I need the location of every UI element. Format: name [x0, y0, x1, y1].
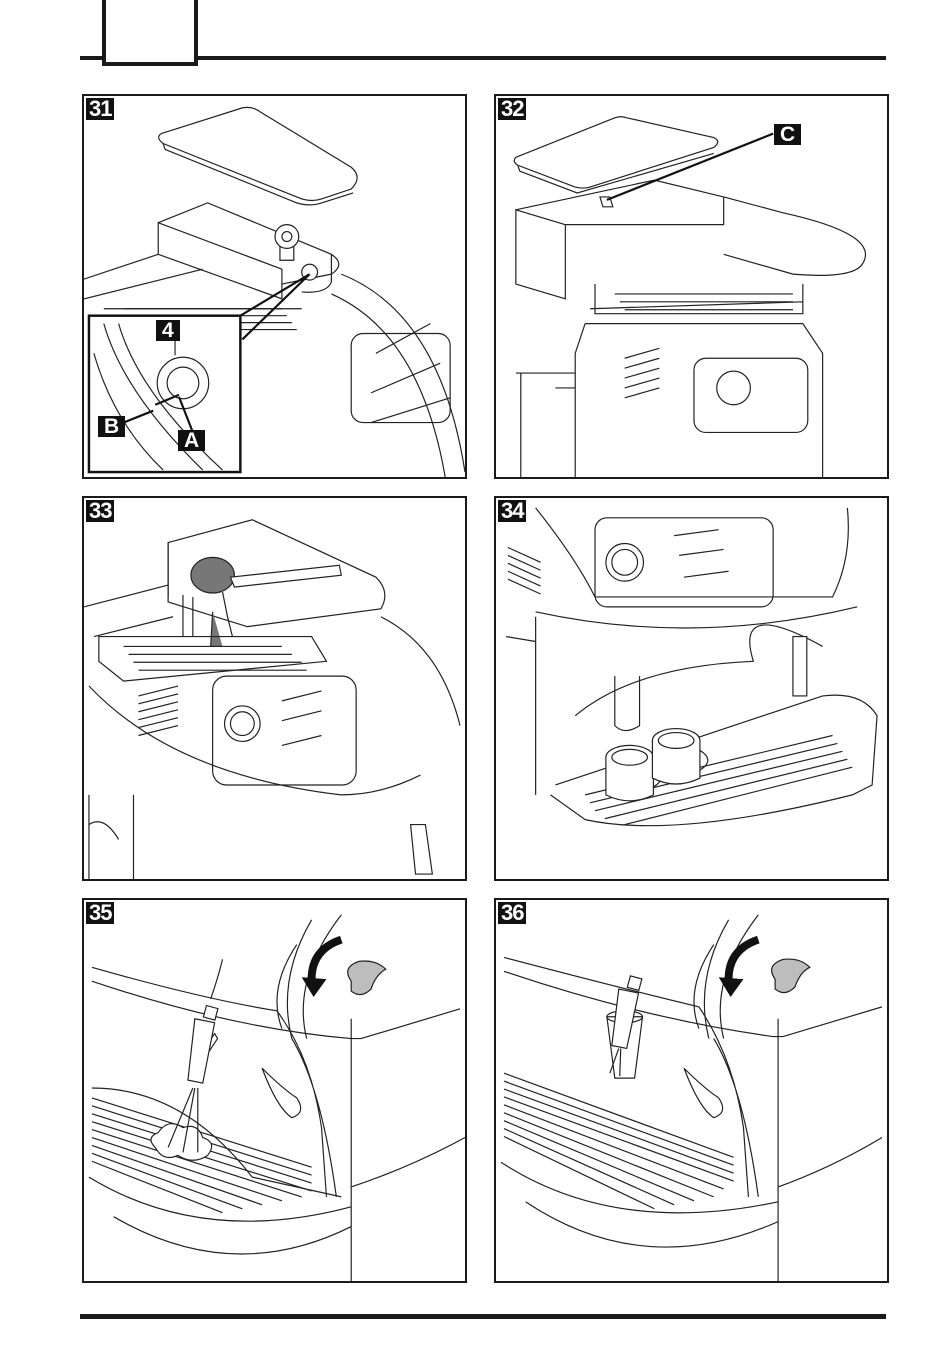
figure-number: 32 [498, 98, 527, 120]
callout-4: 4 [156, 320, 180, 341]
figure-number: 34 [498, 500, 527, 522]
figure-number: 35 [86, 902, 115, 924]
figure-number: 36 [498, 902, 527, 924]
figure-number: 33 [86, 500, 115, 522]
illustration-two-cups [505, 507, 878, 827]
illustration-steam-wand-glass [500, 914, 883, 1281]
illustration-bean-container [513, 116, 867, 477]
callout-c: C [774, 124, 802, 145]
illustration-grinder-adjust [84, 106, 465, 477]
callout-a: A [178, 430, 206, 451]
figure-31: 31 4 B A [82, 94, 467, 479]
figure-number: 31 [86, 98, 115, 120]
callout-b: B [98, 416, 126, 437]
header-rule [80, 56, 886, 60]
figure-36: 36 [494, 898, 889, 1283]
illustration-pour-ground-coffee [84, 519, 461, 879]
figure-35: 35 [82, 898, 467, 1283]
figure-34: 34 [494, 496, 889, 881]
footer-rule [80, 1314, 886, 1319]
figure-33: 33 [82, 496, 467, 881]
figure-32: 32 C [494, 94, 889, 479]
illustration-steam-wand-open [88, 914, 465, 1281]
page-number-tab [102, 0, 198, 66]
